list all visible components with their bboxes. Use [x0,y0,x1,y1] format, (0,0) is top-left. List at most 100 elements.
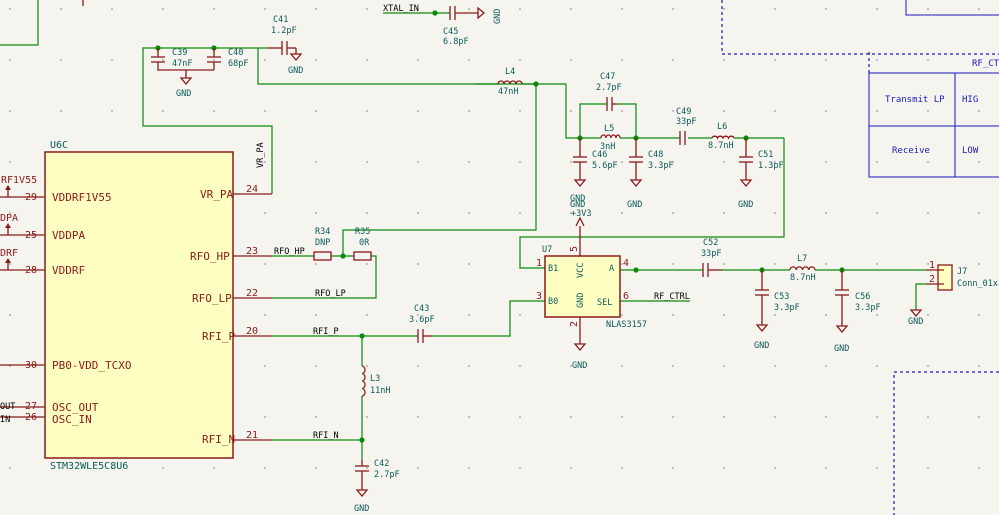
c52-capacitor[interactable]: C52 33pF [701,238,722,277]
c48-capacitor[interactable]: C48 3.3pF GND [627,138,674,210]
svg-text:C46: C46 [592,150,607,160]
svg-text:GND: GND [754,341,769,351]
c56-capacitor[interactable]: C56 3.3pF GND [834,270,881,354]
l7-inductor[interactable]: L7 8.7nH [789,254,816,283]
svg-text:L5: L5 [604,124,614,134]
c49-capacitor[interactable]: C49 33pF [676,107,696,145]
u6c-num-27: 27 [25,401,37,412]
c46-capacitor[interactable]: C46 5.6pF GND [570,138,618,204]
svg-text:SEL: SEL [597,298,612,308]
svg-text:5.6pF: 5.6pF [592,161,618,171]
l3-inductor[interactable]: L3 11nH [361,365,390,397]
c41-capacitor[interactable]: C41 1.2pF GND [268,15,303,76]
net-rfo-lp: RFO_LP [315,289,346,299]
svg-text:C49: C49 [676,107,691,117]
svg-text:C42: C42 [374,459,389,469]
svg-text:GND: GND [834,344,849,354]
gnd-j7: GND [908,309,923,327]
svg-text:R34: R34 [315,227,330,237]
net-rfo-hp: RFO_HP [274,247,305,257]
u6c-num-22: 22 [246,288,258,299]
gnd-c39-symbol: GND [176,70,193,99]
c53-capacitor[interactable]: C53 3.3pF GND [754,270,800,351]
sheet-box-top-right [721,0,999,55]
svg-text:L4: L4 [505,67,515,77]
svg-text:C40: C40 [228,48,243,58]
l4-inductor[interactable]: L4 47nH [497,67,523,97]
svg-text:11nH: 11nH [370,386,390,396]
u6c-pin-osc-in: OSC_IN [52,413,92,426]
svg-text:GND: GND [493,9,503,24]
svg-text:3nH: 3nH [600,142,615,152]
svg-text:4: 4 [623,258,629,269]
net-rfi-n: RFI_N [313,431,339,441]
svg-text:C39: C39 [172,48,187,58]
svg-text:6.8pF: 6.8pF [443,37,469,47]
r35-resistor[interactable]: R35 0R [353,227,372,261]
net-gnd-u7-bottom: GND [572,361,587,371]
table-mode-1: Transmit LP [885,95,945,105]
c39-capacitor[interactable]: C39 47nF [151,48,214,71]
svg-text:A: A [609,264,614,274]
svg-text:47nH: 47nH [498,87,518,97]
svg-text:1: 1 [929,260,935,271]
svg-text:VCC: VCC [576,263,586,278]
svg-text:3.3pF: 3.3pF [648,161,674,171]
svg-text:33pF: 33pF [676,117,696,127]
svg-text:L3: L3 [370,374,380,384]
net-drf: DRF [0,248,18,259]
svg-text:L7: L7 [797,254,807,264]
wires [142,12,926,460]
svg-text:1.2pF: 1.2pF [271,26,297,36]
c45-capacitor[interactable]: C45 6.8pF GND [443,6,503,47]
u6c-num-21: 21 [246,430,258,441]
c43-capacitor[interactable]: C43 3.6pF [409,304,435,343]
table-title: RF_CT [972,59,999,69]
svg-text:2: 2 [569,321,580,327]
sheet-box-inner-top [905,0,999,16]
c51-capacitor[interactable]: C51 1.3pF GND [738,138,784,210]
u6c-num-29: 29 [25,192,37,203]
top-left-wire [0,0,39,46]
svg-text:C47: C47 [600,72,615,82]
svg-text:C48: C48 [648,150,663,160]
u6c-num-24: 24 [246,184,258,195]
svg-text:GND: GND [576,293,586,308]
svg-text:GND: GND [288,66,303,76]
u6c-num-28: 28 [25,265,37,276]
svg-text:1.3pF: 1.3pF [758,161,784,171]
l5-inductor[interactable]: L5 3nH [600,124,621,152]
svg-text:2.7pF: 2.7pF [374,470,400,480]
svg-text:L6: L6 [717,122,727,132]
j7-connector[interactable]: 1 2 J7 Conn_01x [926,260,998,291]
svg-text:C43: C43 [414,304,429,314]
net-vr-pa: VR_PA [256,142,266,168]
svg-text:33pF: 33pF [701,249,721,259]
svg-text:R35: R35 [355,227,370,237]
net-rfi-p: RFI_P [313,327,339,337]
net-gnd-u7: GND [570,200,585,210]
svg-text:C51: C51 [758,150,773,160]
u6c-chip: U6C STM32WLE5C8U6 VDDRF1V55 VDDPA VDDRF … [0,140,272,472]
junctions [155,10,845,443]
table-level-1: HIG [962,95,978,105]
svg-text:0R: 0R [359,238,370,248]
svg-text:47nF: 47nF [172,59,192,69]
net-dpa: DPA [0,213,18,224]
svg-text:GND: GND [570,194,585,204]
svg-text:2: 2 [929,274,935,285]
u6c-num-30: 30 [25,360,37,371]
c42-capacitor[interactable]: C42 2.7pF GND [354,459,400,514]
u6c-ref: U6C [50,140,68,151]
net-rf-ctrl: RF_CTRL [654,292,690,302]
u6c-pin-rfo-hp: RFO_HP [190,250,230,263]
net-rf1v55: RF1V55 [1,175,37,186]
c47-capacitor[interactable]: C47 2.7pF [596,72,622,111]
u6c-value: STM32WLE5C8U6 [50,461,128,472]
l6-inductor[interactable]: L6 8.7nH [708,122,735,151]
c40-capacitor[interactable]: C40 68pF [207,48,248,70]
r34-resistor[interactable]: R34 DNP [313,227,332,261]
u6c-num-20: 20 [246,326,258,337]
u6c-pin-rfi-n: RFI_N [202,433,235,446]
svg-text:C52: C52 [703,238,718,248]
